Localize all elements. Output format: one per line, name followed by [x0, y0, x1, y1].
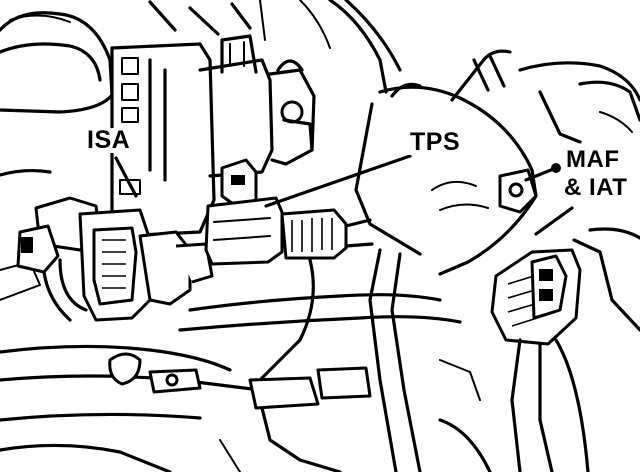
iat-label: & IAT [561, 176, 631, 200]
wiring-harness [0, 248, 492, 472]
throttle-body [110, 34, 316, 238]
tps-sensor [204, 158, 374, 266]
maf-iat-connector [490, 248, 590, 472]
isa-valve [16, 196, 214, 322]
leader-lines [114, 154, 574, 236]
tps-label: TPS [407, 130, 464, 155]
maf-label: MAF [563, 148, 623, 172]
intake-duct [328, 0, 561, 276]
isa-label: ISA [84, 128, 134, 153]
maf-iat-leader-line [534, 206, 574, 236]
tps-leader-line [264, 154, 412, 208]
air-box [518, 61, 640, 332]
intake-housing [0, 0, 331, 301]
isa-leader-line [114, 156, 138, 198]
